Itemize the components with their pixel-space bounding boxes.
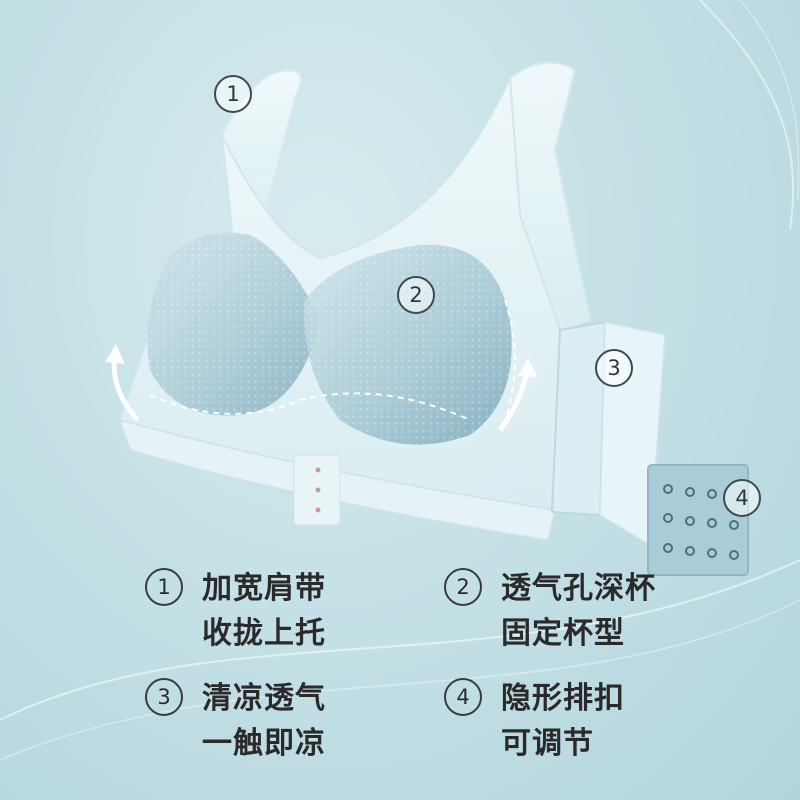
hook-eye [315,467,321,473]
callout-marker-2: 2 [397,276,435,314]
feature-text: 透气孔深杯 固定杯型 [501,566,656,656]
feature-text: 清凉透气 一触即凉 [202,676,326,766]
cup-stitch-line [149,392,471,421]
feature-number-badge: 1 [145,568,183,606]
callout-marker-4: 4 [723,479,761,517]
side-panel [550,320,607,517]
feature-text: 加宽肩带 收拢上托 [202,566,326,656]
feature-line-2: 可调节 [501,726,594,761]
hook-eye [315,487,321,493]
lift-arrow-left-head [105,344,125,364]
left-cup-ventilation-holes [147,232,320,416]
feature-number-badge: 3 [145,678,183,716]
background-swoosh-line [0,559,800,721]
cup-stitch-line [504,299,516,421]
feature-line-2: 固定杯型 [501,616,625,651]
background-swoosh-line [699,0,795,231]
callout-marker-1: 1 [214,75,252,113]
feature-line-1: 加宽肩带 [202,571,326,606]
feature-number-badge: 4 [444,678,482,716]
clasp-eyes-grid [663,484,739,560]
feature-item-3: 3 清凉透气 一触即凉 [145,676,326,766]
hook-eye [315,507,321,513]
background-swoosh-line [0,599,800,761]
feature-item-2: 2 透气孔深杯 固定杯型 [444,566,656,656]
feature-item-4: 4 隐形排扣 可调节 [444,676,625,766]
feature-number-badge: 2 [444,568,482,606]
lift-arrow-right-head [518,358,538,377]
feature-line-2: 收拢上托 [202,616,326,651]
feature-item-1: 1 加宽肩带 收拢上托 [145,566,326,656]
callout-marker-3: 3 [595,349,633,387]
feature-line-2: 一触即凉 [202,726,326,761]
feature-line-1: 透气孔深杯 [501,571,656,606]
background-swoosh-line [739,0,800,201]
feature-text: 隐形排扣 可调节 [501,676,625,766]
feature-line-1: 隐形排扣 [501,681,625,716]
right-shoulder-strap [508,61,592,332]
right-cup-ventilation-holes [304,244,512,445]
feature-line-1: 清凉透气 [202,681,326,716]
